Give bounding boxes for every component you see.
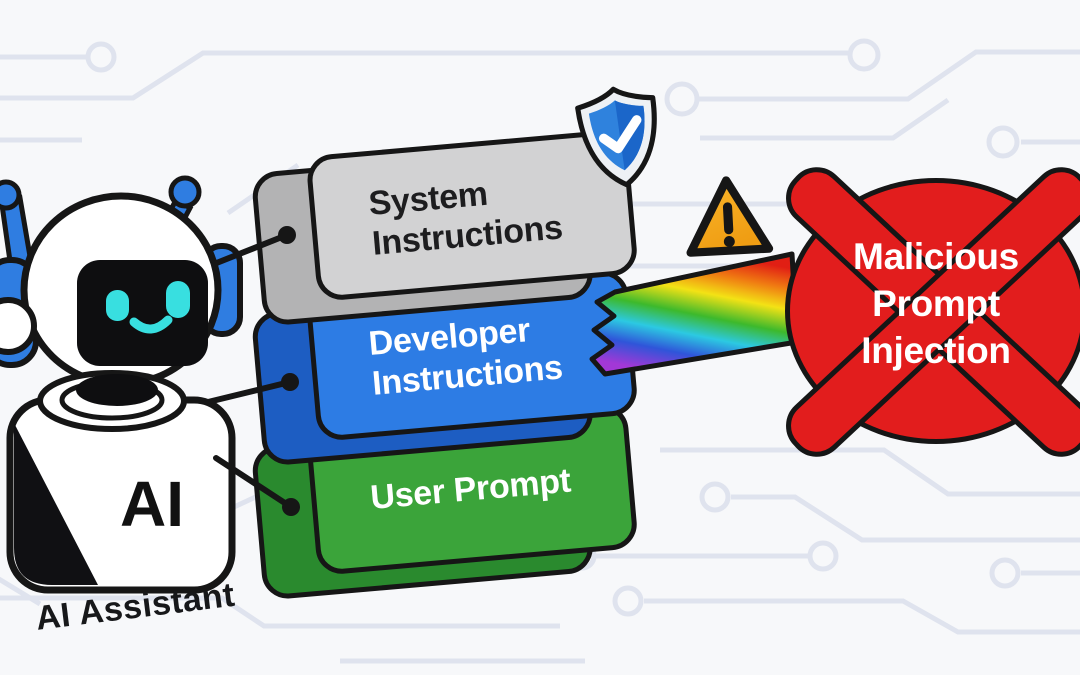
threat-label: Malicious Prompt Injection xyxy=(802,234,1070,375)
robot-smile xyxy=(129,315,173,334)
robot-eye-left xyxy=(106,290,129,321)
robot-body-shadow xyxy=(14,423,98,585)
ai-robot-illustration: AI xyxy=(0,175,243,594)
checkmark xyxy=(598,115,642,154)
user-prompt-label: User Prompt xyxy=(368,461,573,517)
threat-label-line1: Malicious xyxy=(853,236,1019,277)
threat-label-line3: Injection xyxy=(861,329,1011,371)
warning-icon xyxy=(686,176,774,257)
robot-eye-right xyxy=(166,281,190,318)
robot-neck xyxy=(76,374,158,406)
robot-chest-label: AI xyxy=(120,468,184,540)
shield-check-icon xyxy=(575,86,657,188)
threat-label-line2: Prompt xyxy=(872,282,1000,324)
robot-face-screen xyxy=(77,260,208,366)
robot-headphone-ring xyxy=(0,297,37,355)
